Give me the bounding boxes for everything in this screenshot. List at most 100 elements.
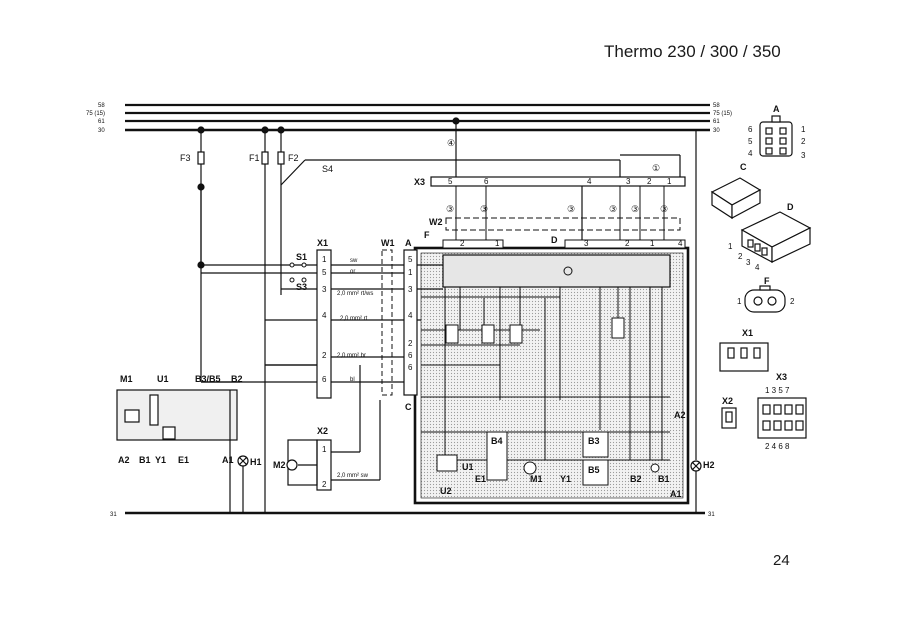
side-label-c: C [740,162,747,172]
side-a-pin-5: 5 [748,137,753,146]
side-d-pin-4: 4 [755,263,760,272]
a-pin-5: 5 [408,255,413,264]
module-label-b1: B1 [658,474,670,484]
fuse-group [197,117,620,320]
left-label-b3b5: B3/B5 [195,374,221,384]
wire-label-rt-ws: 2,0 mm² rt/ws [337,291,373,297]
module-label-y1: Y1 [560,474,571,484]
circled-marker-3e: ③ [631,204,639,214]
module-label-a1: A1 [670,489,682,499]
left-label-m1: M1 [120,374,133,384]
connector-label-a: A [405,238,412,248]
fuse-f3 [197,151,205,165]
f-pin-labels: 2 1 [460,239,500,248]
side-label-d: D [787,202,794,212]
wire-label-br: 2,0 mm² br [337,353,366,359]
x3-pin-6: 6 [484,177,489,186]
x2-pin-2: 2 [322,480,327,489]
module-label-b3: B3 [588,436,600,446]
fuse-f1 [261,151,269,165]
rail-label-31-left: 31 [110,512,117,518]
connector-label-d: D [551,235,558,245]
connector-label-w2: W2 [429,217,443,227]
fuse-label-f1: F1 [249,153,260,163]
h1-lamp [237,455,249,513]
left-label-a2: A2 [118,455,130,465]
circled-marker-4: ④ [447,138,455,148]
module-label-u2: U2 [440,486,452,496]
side-f-pin-2: 2 [790,297,795,306]
circled-marker-3d: ③ [609,204,617,214]
connector-label-x3: X3 [414,177,425,187]
d-pin-labels: 3 2 1 4 [584,239,683,248]
circled-marker-3a: ③ [446,204,454,214]
connector-label-x2: X2 [317,426,328,436]
x3-pin-5: 5 [448,177,453,186]
connector-label-f: F [424,230,430,240]
side-view-connector-x1 [719,342,769,372]
x1-pin-labels: 1 5 3 4 2 6 [322,255,327,384]
side-view-connector-x2 [721,407,737,429]
wire-label-sw2: 2,0 mm² sw [337,473,369,479]
fuse-f2 [277,151,285,165]
side-label-x2: X2 [722,396,733,406]
x1-pin-2: 2 [322,351,327,360]
module-label-u1: U1 [462,462,474,472]
circled-marker-1: ① [652,163,660,173]
side-label-f: F [764,276,770,286]
rail-label-31-right: 31 [708,512,715,518]
circled-markers: ④ ① ③ ③ ③ ③ ③ ③ [446,138,668,214]
a-pin-2: 2 [408,339,413,348]
switches [289,262,307,283]
rail-label-30-left: 30 [98,128,105,134]
rail-label-75-right: 75 (15) [713,111,732,117]
x1-pin-5: 5 [322,268,327,277]
d-pin-3: 3 [584,239,589,248]
connector-label-w1: W1 [381,238,395,248]
rail-labels-left: 58 75 (15) 61 30 31 [86,103,117,518]
connector-label-x1: X1 [317,238,328,248]
side-d-pin-1: 1 [728,242,733,251]
side-label-x3: X3 [776,372,787,382]
side-a-pin-4: 4 [748,149,753,158]
side-view-connector-a [759,115,793,157]
d-pin-4: 4 [678,239,683,248]
page-number: 24 [773,552,790,569]
module-part-labels: U1 U2 E1 B4 M1 Y1 B3 B5 B2 B1 A2 A1 H2 [440,410,715,499]
rail-label-30-right: 30 [713,128,720,134]
harness-w2 [445,217,681,231]
wire-label-bl: bl [350,377,355,383]
rail-label-61-left: 61 [98,119,105,125]
x3-pin-labels: 5 6 4 3 2 1 [448,177,672,186]
side-view-connector-d [740,211,812,263]
side-label-a: A [773,104,780,114]
side-view-connector-c [710,177,762,220]
left-label-b1: B1 [139,455,151,465]
side-a-pin-labels: 6 1 5 2 4 3 [748,125,806,160]
a-pin-3: 3 [408,285,413,294]
side-f-pin-1: 1 [737,297,742,306]
side-d-pin-2: 2 [738,252,743,261]
module-label-a2: A2 [674,410,686,420]
left-part-labels: M1 U1 B3/B5 B2 A2 B1 Y1 E1 A1 H1 M2 [118,374,286,470]
module-label-m1: M1 [530,474,543,484]
a-pin-6b: 6 [408,363,413,372]
a-pin-1: 1 [408,268,413,277]
connector-a [403,249,418,396]
f-pin-1: 1 [495,239,500,248]
left-label-y1: Y1 [155,455,166,465]
rail-label-58-left: 58 [98,103,105,109]
fuse-label-f3: F3 [180,153,191,163]
rail-label-58-right: 58 [713,103,720,109]
d-pin-2: 2 [625,239,630,248]
switch-label-s1: S1 [296,252,307,262]
d-pin-1: 1 [650,239,655,248]
x3-pin-2: 2 [647,177,652,186]
f-pin-2: 2 [460,239,465,248]
left-label-m2: M2 [273,460,286,470]
left-label-b2: B2 [231,374,243,384]
left-label-u1: U1 [157,374,169,384]
switch-label-s4: S4 [322,164,333,174]
wire-label-sw: sw [350,258,358,264]
